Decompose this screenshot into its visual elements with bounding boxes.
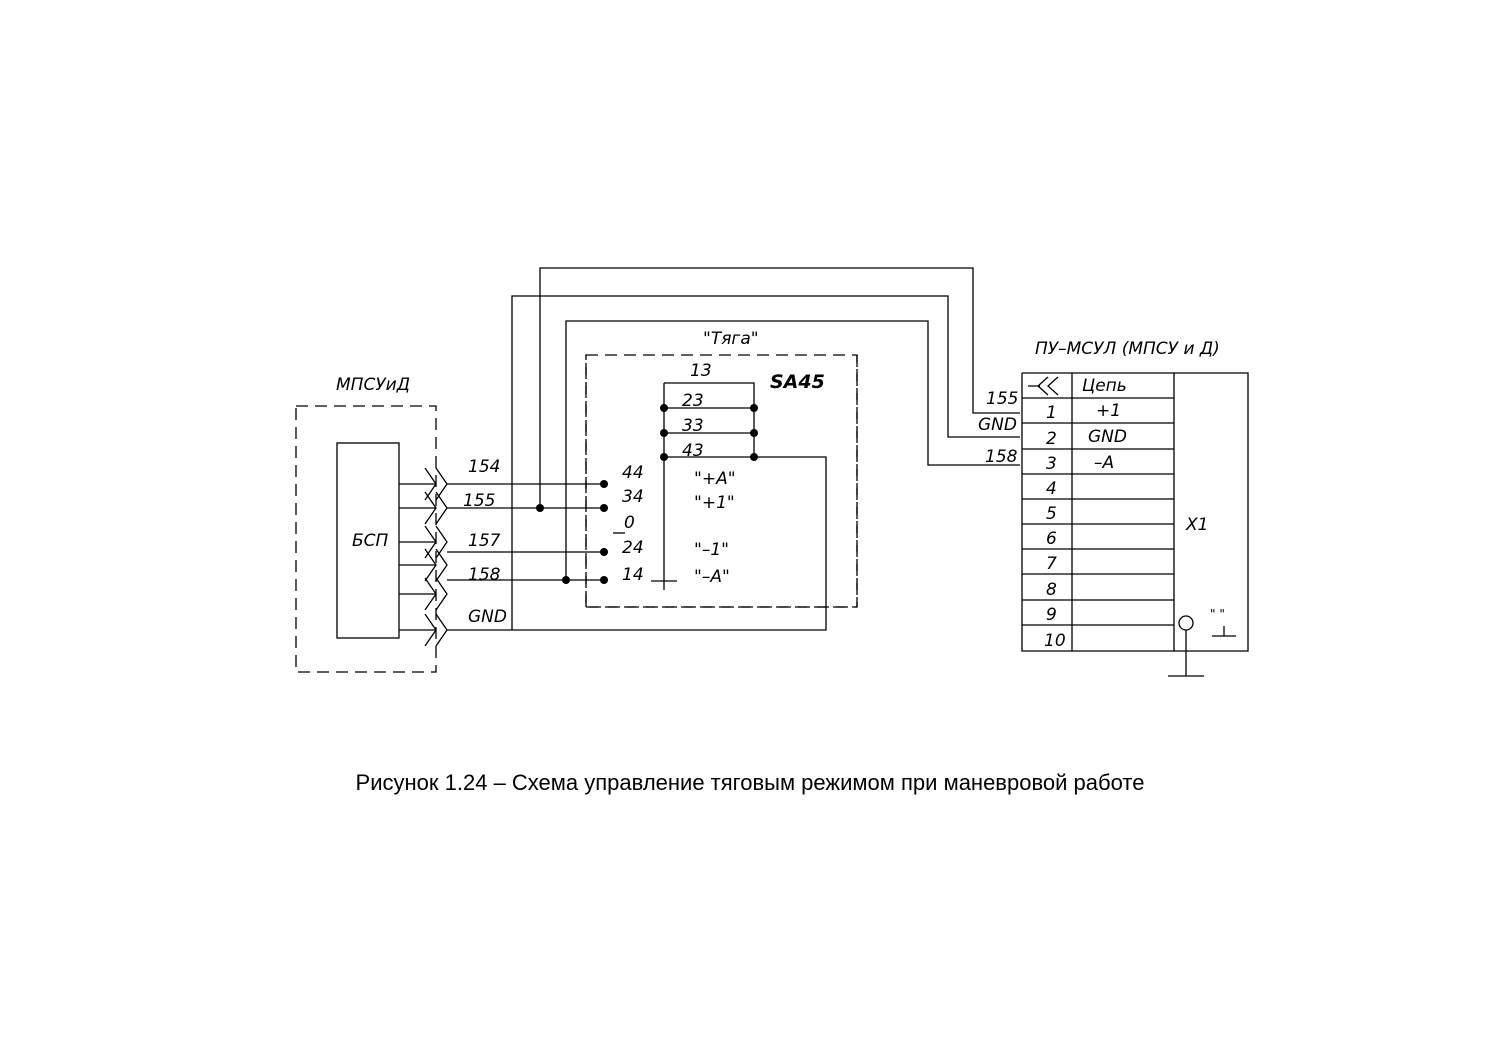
wire-gnd-to-connector bbox=[511, 295, 1020, 630]
contact-23: 23 bbox=[682, 391, 704, 411]
figure-caption: Рисунок 1.24 – Схема управление тяговым … bbox=[355, 770, 1145, 795]
contact-dot-43r bbox=[750, 453, 758, 461]
socket-icon bbox=[1028, 376, 1059, 396]
junction-158 bbox=[562, 576, 570, 584]
wire-gnd bbox=[447, 456, 827, 631]
ground-icon bbox=[1168, 630, 1204, 677]
contact-dot-33l bbox=[660, 429, 668, 437]
contact-14: 14 bbox=[622, 565, 644, 585]
position-minus-1: "–1" bbox=[694, 540, 729, 560]
left-unit-title: МПСУиД bbox=[336, 375, 410, 395]
wire-label-154: 154 bbox=[468, 457, 500, 477]
plug-4 bbox=[399, 548, 448, 582]
wire-155-to-connector bbox=[539, 267, 1020, 508]
contact-dot-43l bbox=[660, 453, 668, 461]
contact-dot-23r bbox=[750, 404, 758, 412]
plug-5 bbox=[399, 577, 448, 611]
contact-dot-34 bbox=[600, 504, 608, 512]
pin-3: 3 bbox=[1046, 454, 1057, 474]
switch-sa45: "Тяга" SA45 13 23 33 43 44 34 0 24 14 "+… bbox=[585, 329, 858, 608]
contact-13: 13 bbox=[690, 361, 712, 381]
contact-33: 33 bbox=[682, 416, 704, 436]
bsp-block-label: БСП bbox=[352, 531, 389, 551]
pin-8: 8 bbox=[1046, 580, 1057, 600]
switch-name: SA45 bbox=[770, 371, 825, 393]
connector-rows bbox=[1022, 397, 1174, 626]
position-plus-1: "+1" bbox=[694, 493, 735, 513]
pin-9: 9 bbox=[1046, 605, 1057, 625]
pin-1: 1 bbox=[1046, 403, 1057, 423]
connector-title: ПУ–МСУЛ (МПСУ и Д) bbox=[1035, 339, 1220, 359]
contact-0: 0 bbox=[624, 513, 635, 533]
contact-dot-24 bbox=[600, 548, 608, 556]
pin-2: 2 bbox=[1046, 429, 1057, 449]
connector-x1: ПУ–МСУЛ (МПСУ и Д) Цепь X1 1 2 3 4 5 6 7… bbox=[978, 339, 1249, 677]
position-minus-a: "–А" bbox=[694, 567, 730, 587]
left-unit-frame bbox=[295, 405, 437, 673]
wire-labels: 154 155 157 158 GND bbox=[463, 457, 507, 627]
plug-3 bbox=[399, 525, 448, 559]
plug-1 bbox=[399, 467, 448, 501]
wires bbox=[447, 267, 1020, 631]
signal-minus-a: –А bbox=[1094, 453, 1114, 473]
connector-name: X1 bbox=[1185, 515, 1208, 535]
connector-columns bbox=[1071, 373, 1175, 651]
switch-mode-title: "Тяга" bbox=[703, 329, 759, 349]
wire-158-to-connector bbox=[565, 320, 1020, 580]
pin-10: 10 bbox=[1044, 631, 1066, 651]
wire-label-gnd: GND bbox=[468, 607, 507, 627]
position-plus-a: "+А" bbox=[694, 469, 736, 489]
contact-44: 44 bbox=[622, 463, 644, 483]
bsp-block bbox=[336, 442, 400, 639]
wire-label-158: 158 bbox=[468, 565, 501, 585]
plug-6 bbox=[399, 613, 448, 647]
signal-plus-1: +1 bbox=[1096, 401, 1121, 421]
contact-dot-14 bbox=[600, 576, 608, 584]
wire-label-157: 157 bbox=[468, 531, 501, 551]
contact-24: 24 bbox=[622, 538, 644, 558]
switch-top-bus bbox=[664, 382, 755, 457]
pin-4: 4 bbox=[1046, 479, 1057, 499]
switch-links bbox=[664, 407, 754, 458]
contact-dot-44 bbox=[600, 480, 608, 488]
incoming-158: 158 bbox=[985, 447, 1018, 467]
contact-34: 34 bbox=[622, 487, 644, 507]
pin-7: 7 bbox=[1046, 554, 1057, 574]
incoming-155: 155 bbox=[986, 389, 1018, 409]
connector-frame bbox=[1021, 372, 1249, 652]
junction-155 bbox=[536, 504, 544, 512]
plug-2 bbox=[399, 491, 448, 525]
circuit-header: Цепь bbox=[1082, 376, 1127, 396]
left-connectors bbox=[399, 467, 448, 647]
contact-dot-33r bbox=[750, 429, 758, 437]
contact-43: 43 bbox=[682, 441, 704, 461]
ground-terminal-icon bbox=[1178, 615, 1194, 631]
signal-gnd: GND bbox=[1088, 427, 1127, 447]
incoming-gnd: GND bbox=[978, 415, 1017, 435]
ground-symbol-icon bbox=[1212, 626, 1236, 637]
pin-6: 6 bbox=[1046, 529, 1057, 549]
ground-mark: " " bbox=[1210, 607, 1225, 621]
wire-label-155: 155 bbox=[463, 491, 495, 511]
left-unit: МПСУиД БСП bbox=[295, 375, 437, 673]
pin-5: 5 bbox=[1046, 504, 1057, 524]
contact-dot-23l bbox=[660, 404, 668, 412]
